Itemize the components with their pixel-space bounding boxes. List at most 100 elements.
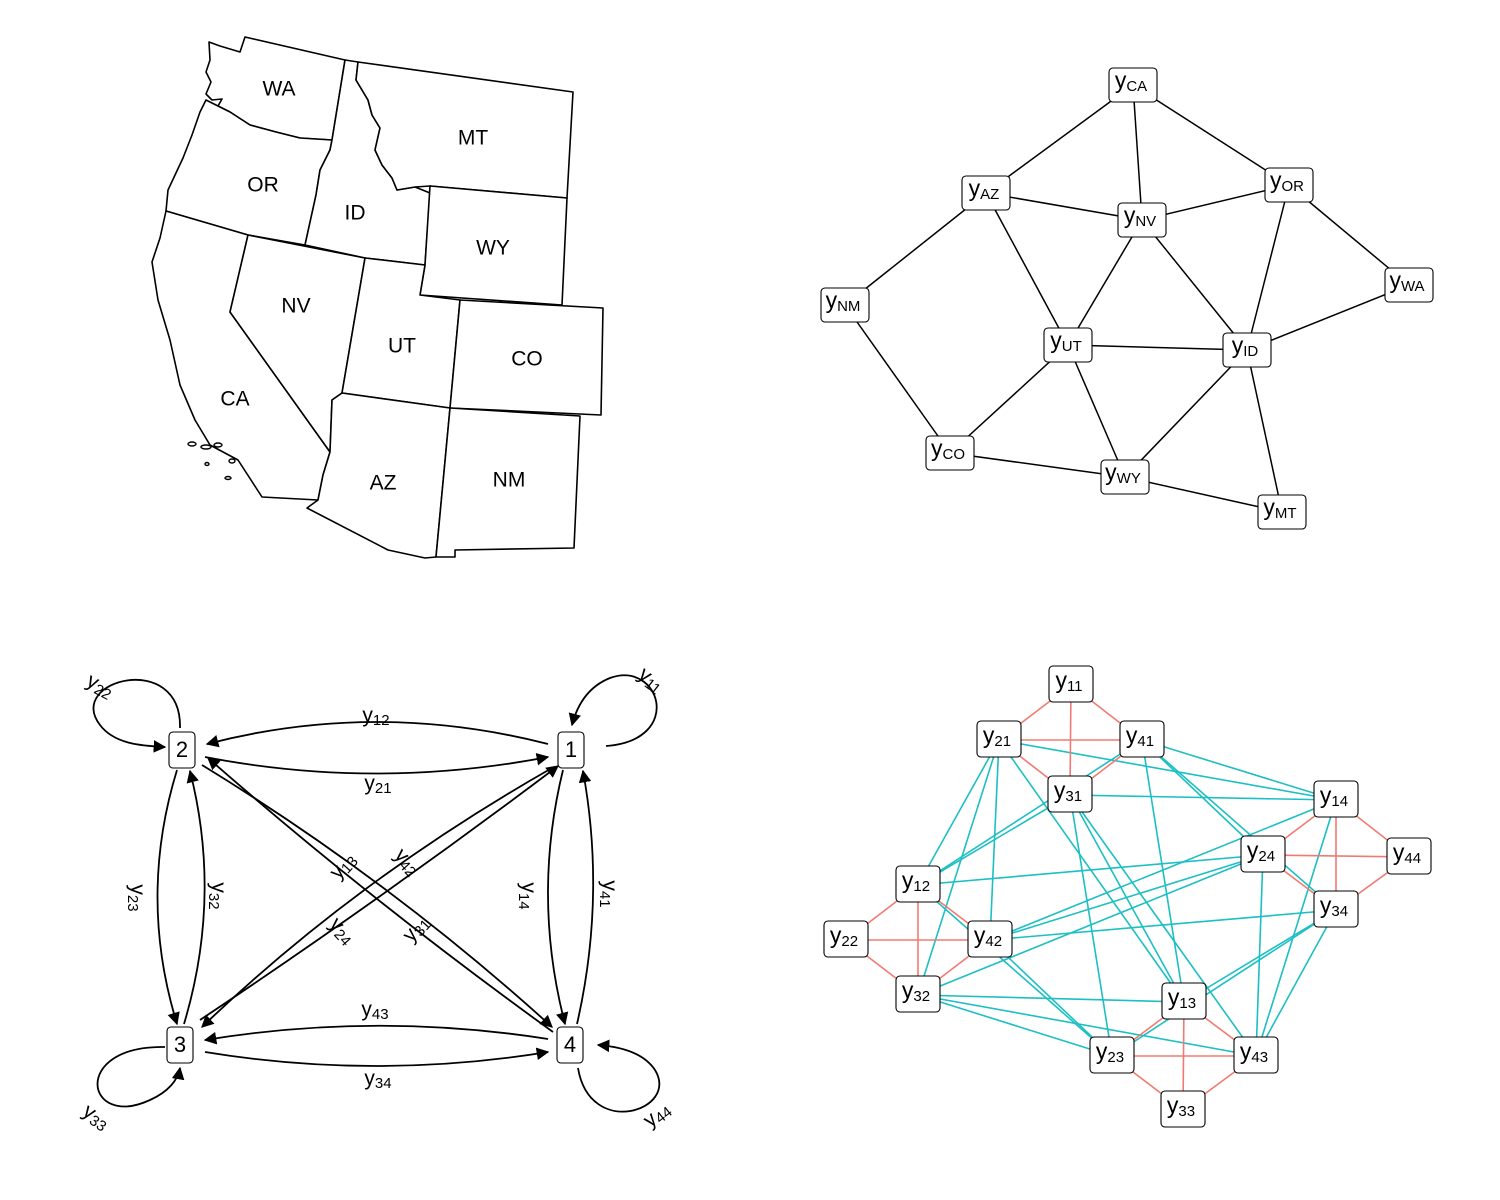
label-y42: y42 bbox=[388, 844, 425, 881]
node-box bbox=[1117, 202, 1167, 238]
island-4 bbox=[204, 461, 210, 467]
node-box bbox=[1100, 459, 1150, 495]
line-node-label-base: y bbox=[1054, 777, 1066, 803]
label-y12: y12 bbox=[362, 704, 389, 729]
label-y43-base: y bbox=[361, 998, 372, 1021]
line-node-label: y13 bbox=[1168, 984, 1196, 1012]
island-6 bbox=[224, 475, 232, 481]
arc-y44 bbox=[577, 1039, 661, 1113]
adjacency-node-wy: yWY bbox=[1100, 459, 1150, 495]
adjacency-edge-ca-az bbox=[985, 84, 1134, 194]
label-y34: y34 bbox=[364, 1067, 391, 1092]
line-node-label-base: y bbox=[1168, 984, 1180, 1010]
node-box bbox=[1313, 780, 1359, 818]
label-y14-base: y bbox=[517, 882, 540, 893]
between-edge-y23-y34 bbox=[1111, 909, 1337, 1057]
line-node-label: y41 bbox=[1126, 722, 1154, 750]
node-label-base: y bbox=[826, 287, 838, 313]
adjacency-edge-ut-co bbox=[949, 344, 1069, 454]
between-edge-y24-y43 bbox=[1255, 854, 1264, 1057]
arc-y31 bbox=[199, 765, 560, 1021]
node-label: yMT bbox=[1263, 494, 1296, 522]
node-box bbox=[557, 731, 585, 769]
line-node-label-subscript: 33 bbox=[1178, 1103, 1195, 1120]
line-node-y21: y21 bbox=[976, 720, 1022, 758]
flow-node-label: 4 bbox=[564, 1032, 576, 1057]
line-node-label: y31 bbox=[1054, 777, 1082, 805]
label-wa: WA bbox=[262, 78, 295, 101]
line-node-label: y33 bbox=[1167, 1092, 1195, 1120]
between-edge-y34-y43 bbox=[1255, 909, 1337, 1057]
arc-y41 bbox=[576, 769, 595, 1025]
node-label-subscript: UT bbox=[1062, 338, 1082, 355]
label-y43-subscript: 43 bbox=[372, 1006, 389, 1023]
western-us-map: WA OR CA ID NV MT WY UT CO AZ NM bbox=[151, 36, 604, 559]
flow-node-2: 2 bbox=[168, 731, 196, 769]
flow-node-label: 3 bbox=[174, 1032, 186, 1057]
arc-y21 bbox=[204, 752, 550, 775]
arc-y11 bbox=[568, 674, 658, 747]
line-node-label-subscript: 22 bbox=[841, 933, 858, 950]
between-edge-y13-y21 bbox=[998, 739, 1185, 1003]
adjacency-edge-wy-mt bbox=[1124, 476, 1283, 513]
node-box bbox=[1119, 720, 1165, 758]
node-box bbox=[1233, 1036, 1279, 1074]
node-label: yID bbox=[1232, 332, 1259, 360]
line-node-y32: y32 bbox=[895, 975, 941, 1013]
adjacency-node-co: yCO bbox=[925, 435, 975, 471]
node-box bbox=[1240, 835, 1286, 873]
adjacency-edge-az-ut bbox=[985, 192, 1069, 346]
between-edge-y34-y41 bbox=[1141, 739, 1337, 911]
label-y31: y31 bbox=[398, 911, 435, 948]
node-label-subscript: CO bbox=[943, 446, 966, 463]
label-y41: y41 bbox=[596, 880, 621, 907]
between-edge-y12-y23 bbox=[917, 884, 1113, 1057]
island-2 bbox=[200, 444, 212, 450]
state-co bbox=[449, 299, 604, 416]
label-y41-base: y bbox=[598, 880, 621, 891]
adjacency-edge-wa-id bbox=[1246, 284, 1410, 351]
line-node-label-base: y bbox=[1055, 667, 1067, 693]
adjacency-edge-or-id bbox=[1246, 184, 1290, 351]
node-box bbox=[1384, 267, 1434, 303]
label-y32: y32 bbox=[205, 882, 230, 909]
line-node-label-base: y bbox=[1167, 1092, 1179, 1118]
adjacency-edge-ca-or bbox=[1132, 84, 1290, 186]
adjacency-node-ca: yCA bbox=[1108, 67, 1158, 103]
label-ut: UT bbox=[388, 335, 416, 358]
node-box bbox=[820, 287, 870, 323]
node-box bbox=[1108, 67, 1158, 103]
island-1 bbox=[187, 441, 197, 447]
line-node-label-subscript: 21 bbox=[994, 733, 1011, 750]
label-y44: y44 bbox=[639, 1097, 676, 1134]
between-edge-y34-y42 bbox=[989, 909, 1337, 941]
node-box bbox=[168, 731, 196, 769]
node-label: yAZ bbox=[969, 175, 1000, 203]
line-node-label-base: y bbox=[1320, 782, 1332, 808]
line-node-label: y34 bbox=[1320, 892, 1348, 920]
node-label-base: y bbox=[1115, 67, 1127, 93]
node-label-subscript: MT bbox=[1275, 505, 1297, 522]
label-y33-subscript: 33 bbox=[86, 1112, 109, 1135]
label-y21-base: y bbox=[364, 772, 375, 795]
line-node-label-subscript: 34 bbox=[1331, 903, 1348, 920]
line-node-label-base: y bbox=[902, 867, 914, 893]
line-node-label-base: y bbox=[1393, 839, 1405, 865]
line-node-label-subscript: 42 bbox=[985, 933, 1002, 950]
between-edge-y14-y41 bbox=[1141, 739, 1337, 801]
between-edge-y13-y31 bbox=[1069, 794, 1185, 1003]
line-node-label-subscript: 23 bbox=[1107, 1049, 1124, 1066]
line-node-label-base: y bbox=[974, 922, 986, 948]
line-node-y33: y33 bbox=[1160, 1090, 1206, 1128]
node-label-base: y bbox=[1105, 459, 1117, 485]
line-node-y44: y44 bbox=[1386, 837, 1432, 875]
node-box bbox=[823, 920, 869, 958]
node-label-base: y bbox=[1263, 494, 1275, 520]
label-wy: WY bbox=[476, 237, 510, 260]
between-edge-y21-y42 bbox=[989, 739, 1000, 941]
node-label-base: y bbox=[1389, 267, 1401, 293]
adjacency-node-nm: yNM bbox=[820, 287, 870, 323]
node-box bbox=[925, 435, 975, 471]
node-label-subscript: WY bbox=[1117, 470, 1141, 487]
